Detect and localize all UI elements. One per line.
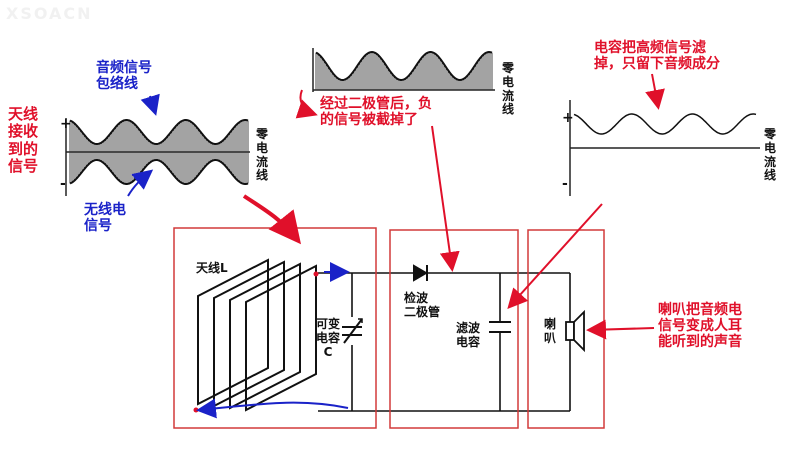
watermark: XSOACN <box>6 4 93 23</box>
speaker-symbol <box>565 309 585 353</box>
radio-signal-arrow <box>127 169 154 197</box>
diode-label: 检波 二极管 <box>404 291 441 319</box>
filter-capacitor-symbol <box>489 321 511 333</box>
rect-zero-axis-label: 零电流线 <box>502 61 515 117</box>
rect-label-arrow-left <box>295 89 318 119</box>
antenna-terminal-top <box>313 271 319 277</box>
antenna-coil <box>197 258 317 412</box>
circuit-wiring <box>318 272 571 412</box>
capacitor-arrow <box>507 203 603 309</box>
speaker-arrow <box>586 319 655 340</box>
main-red-arrow <box>242 194 301 245</box>
after-diode-annotation: 经过二极管后，负 的信号被截掉了 <box>320 96 432 129</box>
capacitor-filter-annotation: 电容把高频信号滤 掉，只留下音频成分 <box>594 40 720 73</box>
variable-capacitor-label: 可变 电容 C <box>316 317 341 359</box>
output-minus-sign: - <box>562 176 568 192</box>
input-minus-sign: - <box>60 176 66 192</box>
input-plus-sign: + <box>60 116 72 132</box>
speaker-label: 喇 叭 <box>544 317 557 345</box>
diode-symbol <box>413 264 428 282</box>
audio-output-waveform <box>569 100 760 196</box>
am-input-waveform <box>65 118 250 196</box>
output-zero-axis-label: 零电流线 <box>764 127 777 183</box>
filter-label-arrow <box>645 73 665 110</box>
diode-arrow <box>431 125 460 272</box>
variable-capacitor-symbol <box>342 318 363 344</box>
output-plus-sign: + <box>562 110 574 126</box>
audio-envelope-annotation: 音频信号 包络线 <box>96 60 152 93</box>
radio-signal-annotation: 无线电 信号 <box>84 202 126 235</box>
antenna-label: 天线L <box>196 261 228 275</box>
speaker-annotation: 喇叭把音频电 信号变成人耳 能听到的声音 <box>658 302 742 351</box>
filter-capacitor-label: 滤波 电容 <box>456 321 481 349</box>
antenna-received-annotation: 天线 接收 到的 信号 <box>8 105 39 175</box>
envelope-arrow <box>140 93 160 116</box>
antenna-bottom-arrow <box>196 398 349 419</box>
detector-section-box <box>389 229 519 429</box>
antenna-terminal-bottom <box>193 407 199 413</box>
rectified-waveform <box>312 48 495 92</box>
input-zero-axis-label: 零电流线 <box>256 127 269 183</box>
